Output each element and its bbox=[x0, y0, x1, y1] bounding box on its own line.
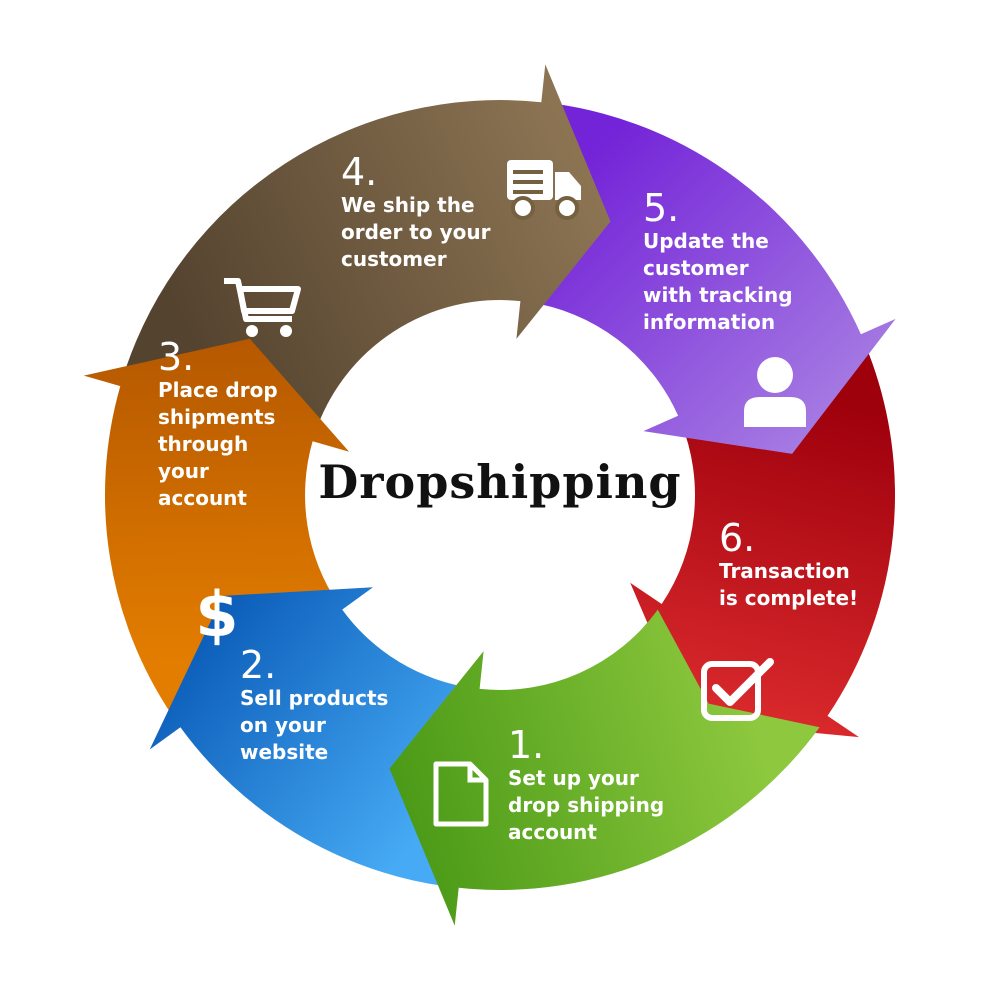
step-2: 2. Sell products on your website bbox=[240, 645, 388, 766]
step-number: 6. bbox=[719, 516, 756, 560]
truck-icon bbox=[507, 160, 581, 220]
step-text-line: order to your bbox=[341, 220, 491, 244]
step-text-line: Update the bbox=[643, 229, 769, 253]
checkbox-icon bbox=[701, 658, 774, 721]
step-text-line: website bbox=[240, 740, 329, 764]
arrow-segment-step-3 bbox=[83, 338, 350, 716]
step-text-line: Set up your bbox=[508, 766, 639, 790]
step-text-line: information bbox=[643, 310, 776, 334]
step-text-line: customer bbox=[643, 256, 749, 280]
step-text-line: with tracking bbox=[643, 283, 793, 307]
arrow-segment-step-5 bbox=[527, 103, 896, 454]
step-number: 4. bbox=[341, 150, 378, 194]
cart-icon bbox=[224, 278, 301, 337]
document-icon bbox=[433, 761, 489, 827]
step-text-line: customer bbox=[341, 247, 447, 271]
arrow-segment-step-2 bbox=[149, 587, 473, 887]
dollar-icon: $ bbox=[195, 578, 238, 648]
step-text-line: account bbox=[508, 820, 597, 844]
user-icon bbox=[744, 357, 806, 427]
step-1: 1. Set up your drop shipping account bbox=[508, 725, 664, 846]
step-text-line: is complete! bbox=[719, 586, 859, 610]
step-text-line: drop shipping bbox=[508, 793, 665, 817]
step-text-line: Sell products bbox=[240, 686, 389, 710]
step-number: 5. bbox=[643, 186, 680, 230]
step-text-line: Transaction bbox=[719, 559, 850, 583]
step-number: 1. bbox=[508, 723, 545, 767]
step-text-line: your bbox=[158, 459, 209, 483]
arrow-segment-step-1 bbox=[389, 609, 820, 926]
step-4: 4. We ship the order to your customer bbox=[341, 152, 490, 273]
svg-text:$: $ bbox=[195, 578, 238, 648]
step-text-line: account bbox=[158, 486, 247, 510]
step-number: 2. bbox=[240, 643, 277, 687]
step-6: 6. Transaction is complete! bbox=[719, 518, 858, 612]
step-text-line: through bbox=[158, 432, 249, 456]
step-5: 5. Update the customer with tracking inf… bbox=[643, 188, 793, 336]
step-text-line: shipments bbox=[158, 405, 276, 429]
step-text-line: Place drop bbox=[158, 378, 278, 402]
step-3: 3. Place drop shipments through your acc… bbox=[158, 337, 278, 512]
step-text-line: on your bbox=[240, 713, 326, 737]
step-number: 3. bbox=[158, 335, 195, 379]
step-text-line: We ship the bbox=[341, 193, 475, 217]
arrow-segment-step-6 bbox=[630, 347, 896, 738]
diagram-title: Dropshipping bbox=[318, 455, 682, 509]
